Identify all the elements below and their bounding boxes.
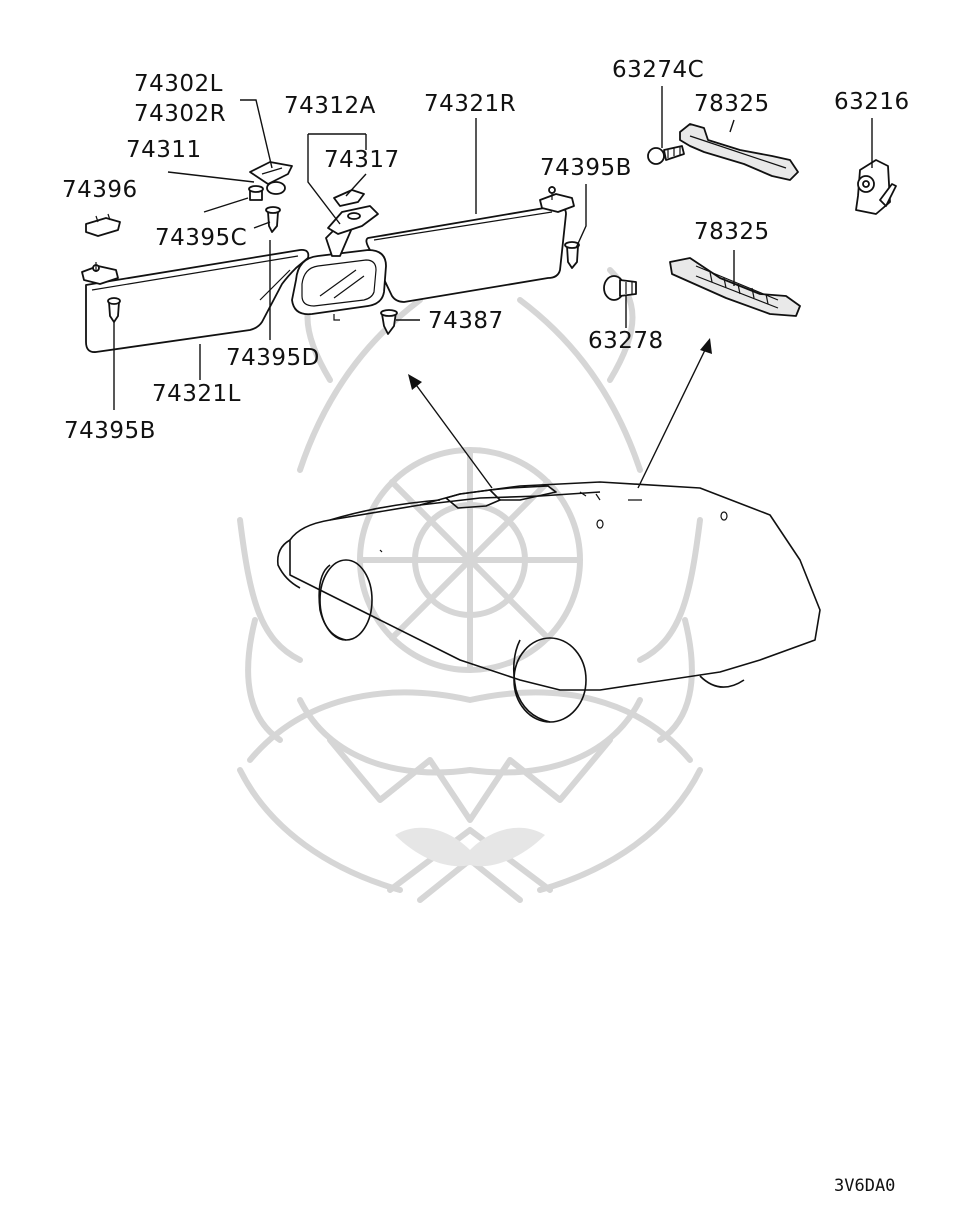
screw-74395b-left [107,297,121,323]
mirror-cover-74317 [333,189,365,207]
clip-63278 [603,275,637,301]
label-74311: 74311 [126,137,202,163]
sun-visor-right [365,186,575,303]
grip-bracket-78325-upper [679,123,799,181]
screw-74395c [248,185,264,201]
visor-holder-74302 [249,161,293,195]
screw-74395d [265,206,281,233]
sun-visor-left [81,249,310,353]
label-74387: 74387 [428,308,504,334]
callout-labels: 74302L 74302R 74311 74396 74395C 74312A … [62,57,910,444]
label-74395d: 74395D [226,345,320,371]
watermark-logo [237,267,703,903]
leader-lines [113,86,873,410]
label-74395b-right: 74395B [540,155,632,181]
label-63278: 63278 [588,328,664,354]
label-74302r: 74302R [134,101,226,127]
label-63216: 63216 [834,89,910,115]
pointer-arrows [408,338,712,489]
label-74302l: 74302L [134,71,223,97]
label-74321r: 74321R [424,91,516,117]
label-74317: 74317 [324,147,400,173]
label-63274c: 63274C [612,57,704,83]
label-74395c: 74395C [155,225,247,251]
label-74395b-left: 74395B [64,418,156,444]
diagram-code: 3V6DA0 [834,1176,895,1196]
bolt-63274c [647,145,685,165]
label-74312a: 74312A [284,93,376,119]
label-74321l: 74321L [152,381,241,407]
label-78325-lower: 78325 [694,219,770,245]
car-outline [276,481,821,723]
rear-view-mirror [291,205,387,321]
screw-74387 [380,309,398,335]
label-74396: 74396 [62,177,138,203]
assist-grip-78325-lower [669,257,801,317]
clip-74396 [85,213,121,237]
clip-63216 [855,159,897,215]
label-78325-upper: 78325 [694,91,770,117]
